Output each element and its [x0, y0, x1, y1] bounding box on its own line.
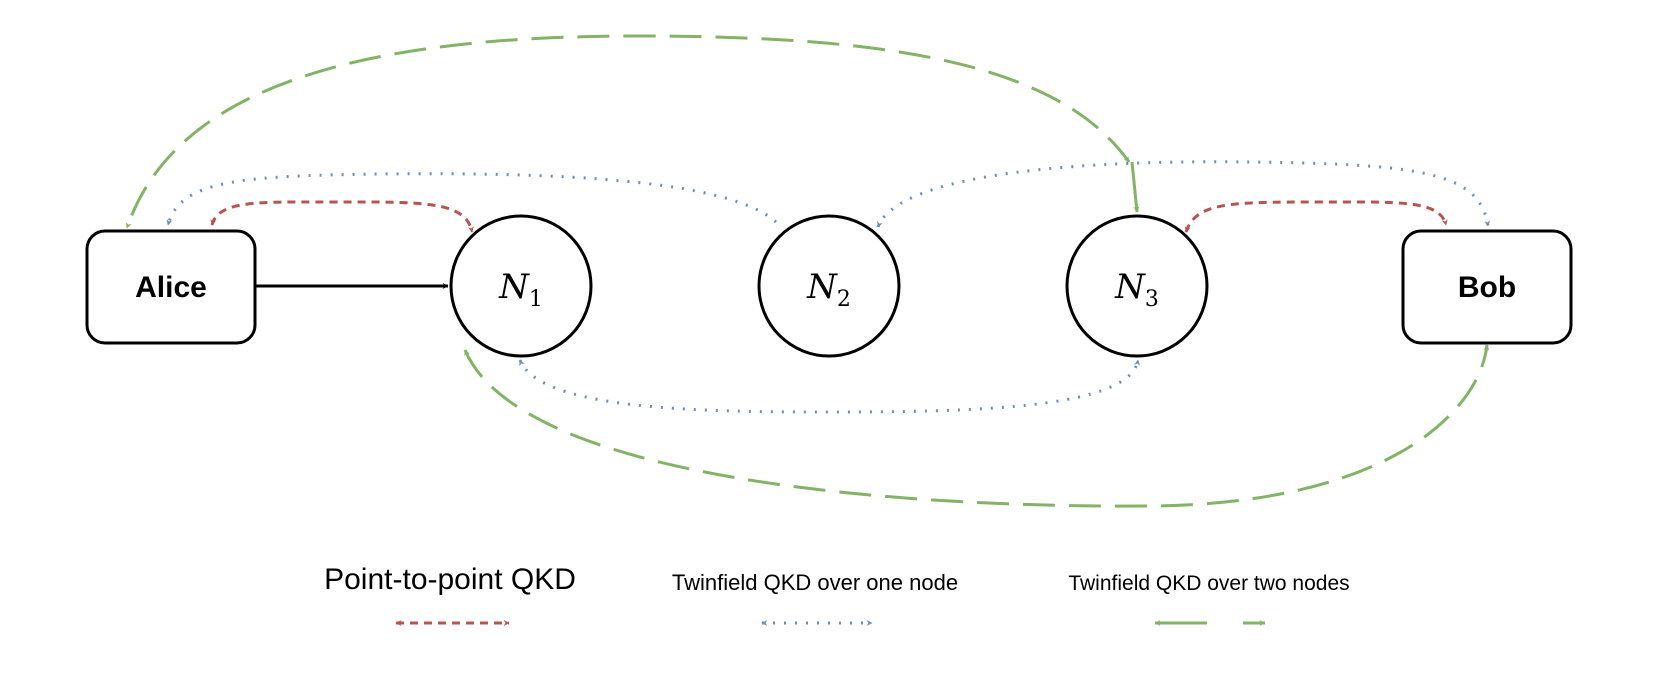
node-n1[interactable]: N1 — [449, 214, 593, 358]
node-bob[interactable]: Bob — [1401, 229, 1573, 345]
node-n1-label: N1 — [498, 267, 543, 312]
node-alice[interactable]: Alice — [85, 229, 257, 345]
link-blue-n2-bob — [876, 160, 1491, 228]
node-n2[interactable]: N2 — [757, 214, 901, 358]
link-green-alice-n3 — [125, 34, 1131, 229]
node-alice-label: Alice — [135, 271, 207, 304]
node-bob-label: Bob — [1458, 271, 1516, 304]
node-n2-label: N2 — [806, 267, 851, 312]
link-red-alice-n1 — [210, 200, 474, 233]
link-red-n3-bob — [1184, 200, 1448, 233]
node-n3-label: N3 — [1114, 267, 1159, 312]
legend: Point-to-point QKD Twinfield QKD over on… — [324, 563, 1350, 626]
legend-point-to-point-label: Point-to-point QKD — [324, 563, 576, 596]
link-blue-n1-n3 — [518, 359, 1141, 414]
link-green-n1-bob — [463, 344, 1490, 508]
legend-twinfield-one-label: Twinfield QKD over one node — [672, 570, 958, 595]
legend-twinfield-two-label: Twinfield QKD over two nodes — [1068, 572, 1349, 595]
link-green-alice-n3-head — [1130, 161, 1140, 213]
link-blue-alice-n2 — [166, 172, 778, 226]
node-n3[interactable]: N3 — [1065, 214, 1209, 358]
